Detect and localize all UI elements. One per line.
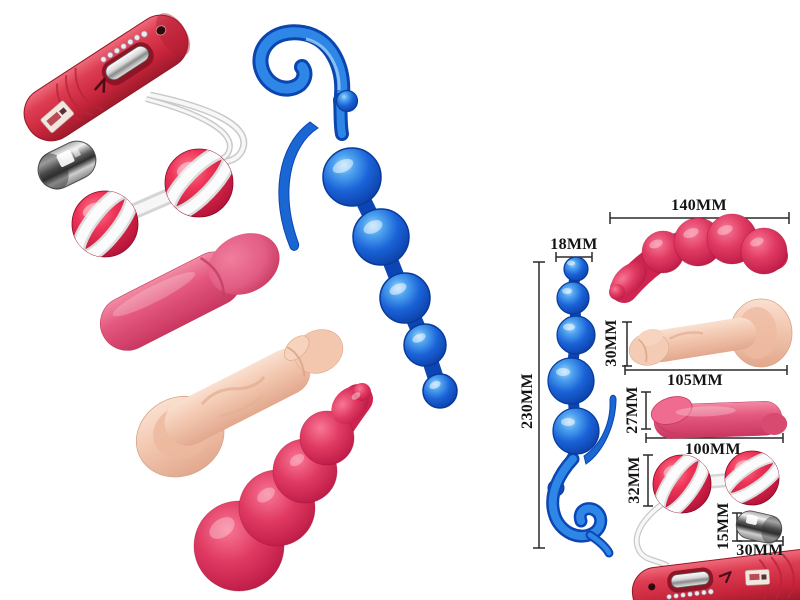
controller-left-leds <box>100 30 148 63</box>
pink-dong-left-photo <box>100 233 280 351</box>
dim-label-beads-length: 230MM <box>519 373 536 429</box>
dimension-lines <box>533 212 790 549</box>
controller-right-slider <box>670 571 710 589</box>
controller-right-leds <box>666 588 714 600</box>
dim-label-bullet-length: 30MM <box>736 542 784 559</box>
cord-right <box>633 497 670 569</box>
bullet-diagram <box>735 510 783 544</box>
anal-beads-diagram <box>546 256 617 558</box>
controller-right-hole <box>648 583 656 591</box>
dim-label-flesh-dong-width: 30MM <box>603 319 620 367</box>
dim-label-pink-dong-length: 100MM <box>685 441 741 458</box>
dim-label-flesh-dong-length: 105MM <box>667 372 723 389</box>
bullet-left-photo <box>37 140 97 190</box>
dim-label-bullet-width: 15MM <box>715 502 732 550</box>
dim-line-flesh-dong-width <box>622 321 632 367</box>
dim-line-beads-length <box>533 261 545 549</box>
controller-right-photo <box>631 548 800 600</box>
dim-label-beads-width: 18MM <box>550 236 598 253</box>
dim-line-balls-width <box>643 454 653 507</box>
dim-line-pink-dong-width <box>641 391 651 430</box>
controller-left-slider <box>105 45 150 81</box>
dim-line-flesh-dong-length <box>624 365 788 375</box>
dim-label-beaded-dong-length: 140MM <box>671 197 727 214</box>
controller-left-arrow <box>93 77 106 93</box>
pink-dong-diagram <box>650 396 788 439</box>
dim-line-beaded-dong-length <box>609 212 790 224</box>
beaded-dong-diagram <box>609 213 788 303</box>
controller-left-sticker <box>40 100 75 133</box>
flesh-dong-diagram <box>628 298 793 368</box>
controller-left-hole <box>155 25 167 36</box>
controller-right-sticker <box>744 569 771 586</box>
dim-label-pink-dong-width: 27MM <box>624 386 641 434</box>
balls-diagram <box>652 450 780 514</box>
anal-beads-left-photo <box>252 24 458 409</box>
controller-right-arrow <box>718 571 732 584</box>
flesh-dong-left-photo <box>135 329 344 478</box>
controller-left-photo <box>23 13 191 142</box>
beaded-dong-left-photo <box>193 383 373 592</box>
dim-label-balls-width: 32MM <box>626 456 643 504</box>
